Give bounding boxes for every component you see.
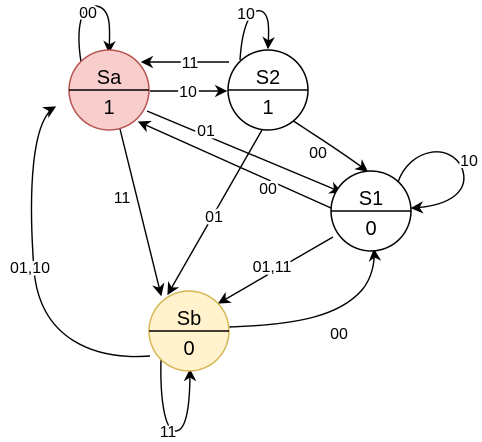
- label-sb-to-sa: 01,10: [10, 260, 50, 277]
- label-sa-to-s1: 01: [197, 123, 215, 140]
- edge-sb-self: [160, 359, 197, 432]
- edge-s2-to-sb: [167, 129, 263, 296]
- state-s1-name: S1: [359, 188, 383, 210]
- state-s1-output: 0: [365, 218, 376, 240]
- edge-sa-self: [78, 5, 116, 63]
- edge-s1-to-sa: [137, 120, 332, 209]
- label-s1-self: 10: [460, 153, 478, 170]
- state-sa-output: 1: [103, 97, 114, 119]
- label-sb-self: 11: [160, 424, 177, 441]
- state-s2-output: 1: [262, 97, 273, 119]
- state-s2[interactable]: S2 1: [227, 49, 309, 131]
- state-sb-output: 0: [183, 338, 194, 360]
- edge-sb-to-s1: [226, 248, 382, 328]
- label-s2-to-sa: 11: [182, 55, 199, 72]
- label-s2-to-s1: 00: [309, 145, 327, 162]
- label-sa-to-s2: 10: [179, 84, 197, 101]
- state-s2-name: S2: [256, 67, 280, 89]
- edge-sa-to-s1: [146, 110, 343, 194]
- edge-s2-to-s1: [291, 119, 369, 172]
- label-sa-self: 00: [79, 5, 97, 22]
- label-sb-to-s1: 00: [330, 326, 348, 343]
- label-sa-to-sb: 11: [114, 190, 131, 207]
- edges: [30, 5, 465, 432]
- edge-s1-to-sb: [217, 236, 334, 304]
- label-s1-to-sa: 00: [259, 181, 277, 198]
- state-sa-name: Sa: [97, 67, 122, 89]
- state-sb[interactable]: Sb 0: [148, 290, 230, 372]
- state-sb-name: Sb: [177, 308, 201, 330]
- edge-s2-self: [239, 10, 275, 61]
- edge-s1-self: [397, 151, 465, 214]
- edge-sa-to-sb: [119, 128, 165, 297]
- state-s1[interactable]: S1 0: [330, 170, 412, 252]
- label-s2-self: 10: [237, 6, 255, 23]
- label-s2-to-sb: 01: [205, 209, 223, 226]
- edge-labels: 00 10 10 11 11 10 01 00 00 01 11 01,11 0…: [7, 3, 480, 442]
- label-s1-to-sb: 01,11: [253, 259, 292, 276]
- edge-sb-to-sa: [30, 106, 151, 358]
- state-sa[interactable]: Sa 1: [68, 49, 150, 131]
